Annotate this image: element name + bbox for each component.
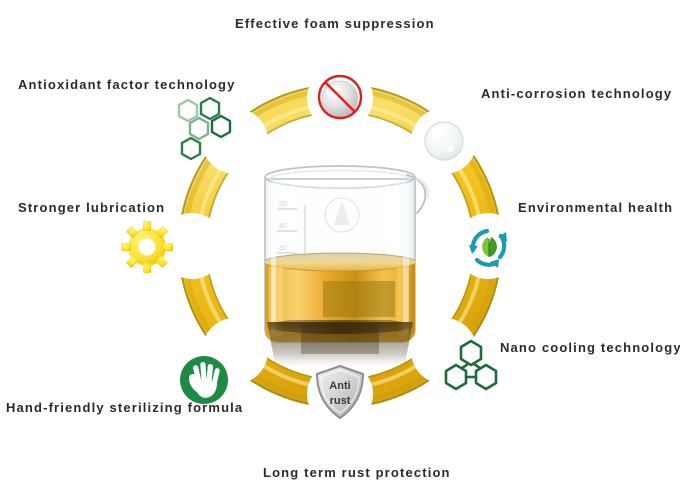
label-stronger-lubrication: Stronger lubrication — [18, 200, 166, 215]
label-environmental-health: Environmental health — [518, 200, 674, 215]
beaker-reflection — [245, 318, 435, 380]
shield-line1: Anti — [329, 380, 350, 392]
molecule-hexagon-icon — [443, 339, 499, 395]
svg-text:40: 40 — [279, 223, 287, 230]
honeycomb-icon — [172, 96, 238, 166]
label-anti-corrosion-technology: Anti-corrosion technology — [481, 86, 673, 101]
shield-line2: rust — [330, 395, 351, 407]
open-hand-icon — [176, 352, 232, 408]
droplet-bubble-icon — [416, 113, 472, 169]
recycle-leaf-icon — [461, 219, 517, 275]
svg-text:50: 50 — [279, 201, 287, 208]
shield-badge-icon: Anti rust — [312, 364, 368, 421]
label-effective-foam-suppression: Effective foam suppression — [235, 16, 435, 31]
label-nano-cooling-technology: Nano cooling technology — [500, 340, 680, 355]
svg-text:30: 30 — [279, 245, 287, 252]
label-antioxidant-factor-technology: Antioxidant factor technology — [18, 77, 236, 92]
no-foam-icon — [312, 70, 368, 126]
label-hand-friendly-sterilizing-formula: Hand-friendly sterilizing formula — [6, 400, 244, 415]
label-long-term-rust-protection: Long term rust protection — [263, 465, 451, 480]
gear-icon — [119, 219, 175, 275]
